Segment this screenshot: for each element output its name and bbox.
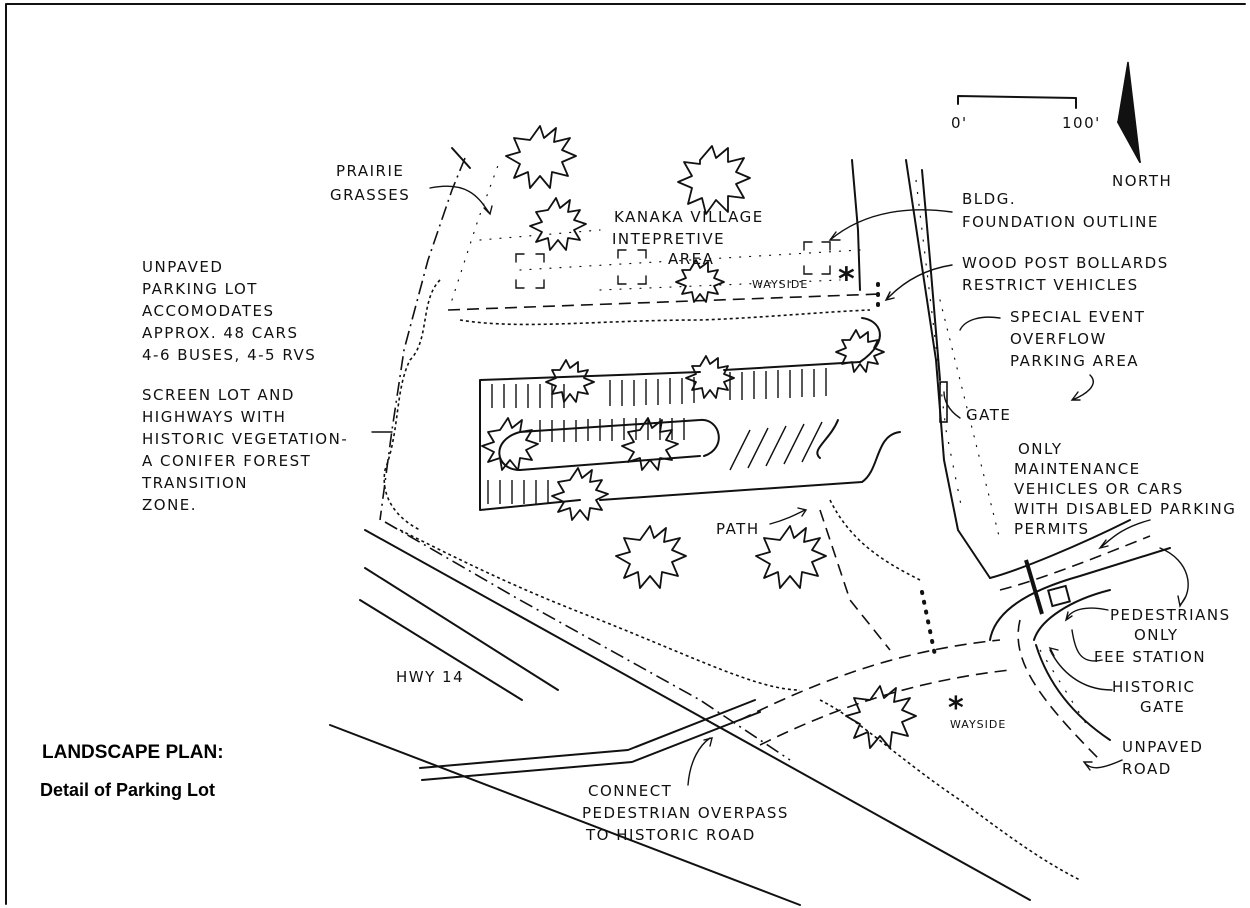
overflow-label-line1: SPECIAL EVENT [1010,308,1145,326]
bldg-label-line2: FOUNDATION OUTLINE [962,213,1159,231]
path-label: PATH [716,520,760,538]
lot-label-line4: APPROX. 48 CARS [142,324,298,342]
screen-label-line3: HISTORIC VEGETATION- [142,430,348,448]
unpaved-road-label-line2: ROAD [1122,760,1172,778]
wayside-bottom-marker-icon: * [948,691,964,726]
maintenance-label-line4: WITH DISABLED PARKING [1014,500,1236,518]
prairie-label-line2: GRASSES [330,186,410,204]
trees [481,125,917,749]
maintenance-label-line1: ONLY [1018,440,1063,458]
historic-road-path [739,639,1001,721]
main-access-road [989,519,1171,761]
bollards-south [920,590,938,662]
parking-lot [479,317,901,511]
screen-label-line5: TRANSITION [141,474,248,492]
north-label: NORTH [1112,172,1172,190]
maintenance-label-line3: VEHICLES OR CARS [1014,480,1184,498]
highway-14 [329,529,1031,906]
fee-station-icon [1047,584,1071,608]
scale-start-label: 0' [951,114,968,132]
bollards-label-line1: WOOD POST BOLLARDS [962,254,1169,272]
leader-lines [371,185,1189,786]
connect-label-line2: PEDESTRIAN OVERPASS [582,804,789,822]
lot-label-line3: ACCOMODATES [142,302,275,320]
wayside-bottom-label: WAYSIDE [950,718,1006,731]
lot-label-line5: 4-6 BUSES, 4-5 RVS [142,346,316,364]
gate-bar [939,381,948,423]
plan-subtitle: Detail of Parking Lot [40,780,215,800]
prairie-stipple [451,159,501,301]
wayside-top-label: WAYSIDE [752,278,808,291]
trail-path [819,509,891,651]
boundary-tick [451,147,471,169]
pedestrians-label-line1: PEDESTRIANS [1110,606,1231,624]
wayside-top-marker-icon: * [838,260,855,298]
bldg-label-line1: BLDG. [962,190,1016,208]
hwy-label: HWY 14 [396,668,464,686]
site-boundary-west [379,157,466,521]
fee-station-label: FEE STATION [1094,648,1206,666]
unpaved-road-label-line1: UNPAVED [1122,738,1203,756]
screen-label-line6: ZONE. [142,496,197,514]
pedestrian-overpass [419,699,761,781]
overflow-label-line2: OVERFLOW [1010,330,1107,348]
connect-label-line1: CONNECT [588,782,672,800]
village-area-edge [447,293,881,311]
plan-title: LANDSCAPE PLAN: [42,742,224,763]
gate-label: GATE [966,406,1011,424]
pedestrians-label-line2: ONLY [1134,626,1179,644]
maintenance-label-line5: PERMITS [1014,520,1090,538]
scale-end-label: 100' [1062,114,1101,132]
village-label-line1: KANAKA VILLAGE [614,208,764,226]
historic-gate-label-line2: GATE [1140,698,1185,716]
historic-road-path-edge [759,669,1011,746]
maintenance-label-line2: MAINTENANCE [1014,460,1141,478]
scale-bar [957,95,1077,109]
connect-label-line3: TO HISTORIC ROAD [585,826,756,844]
parking-stalls [487,368,827,504]
village-label-line3: AREA [668,250,714,268]
north-arrow-icon [1117,61,1141,163]
screen-label-line4: A CONIFER FOREST [142,452,311,470]
historic-gate [1024,559,1044,615]
sheet-border [5,3,1246,905]
historic-gate-label-line1: HISTORIC [1112,678,1196,696]
screen-label-line2: HIGHWAYS WITH [142,408,286,426]
overflow-label-line3: PARKING AREA [1010,352,1139,370]
prairie-label-line1: PRAIRIE [336,162,404,180]
screen-label-line1: SCREEN LOT AND [142,386,295,404]
village-label-line2: INTEPRETIVE [612,230,725,248]
lot-label-line2: PARKING LOT [142,280,258,298]
bollards-label-line2: RESTRICT VEHICLES [962,276,1139,294]
lot-label-line1: UNPAVED [142,258,223,276]
building-foundation-outlines [515,241,831,289]
